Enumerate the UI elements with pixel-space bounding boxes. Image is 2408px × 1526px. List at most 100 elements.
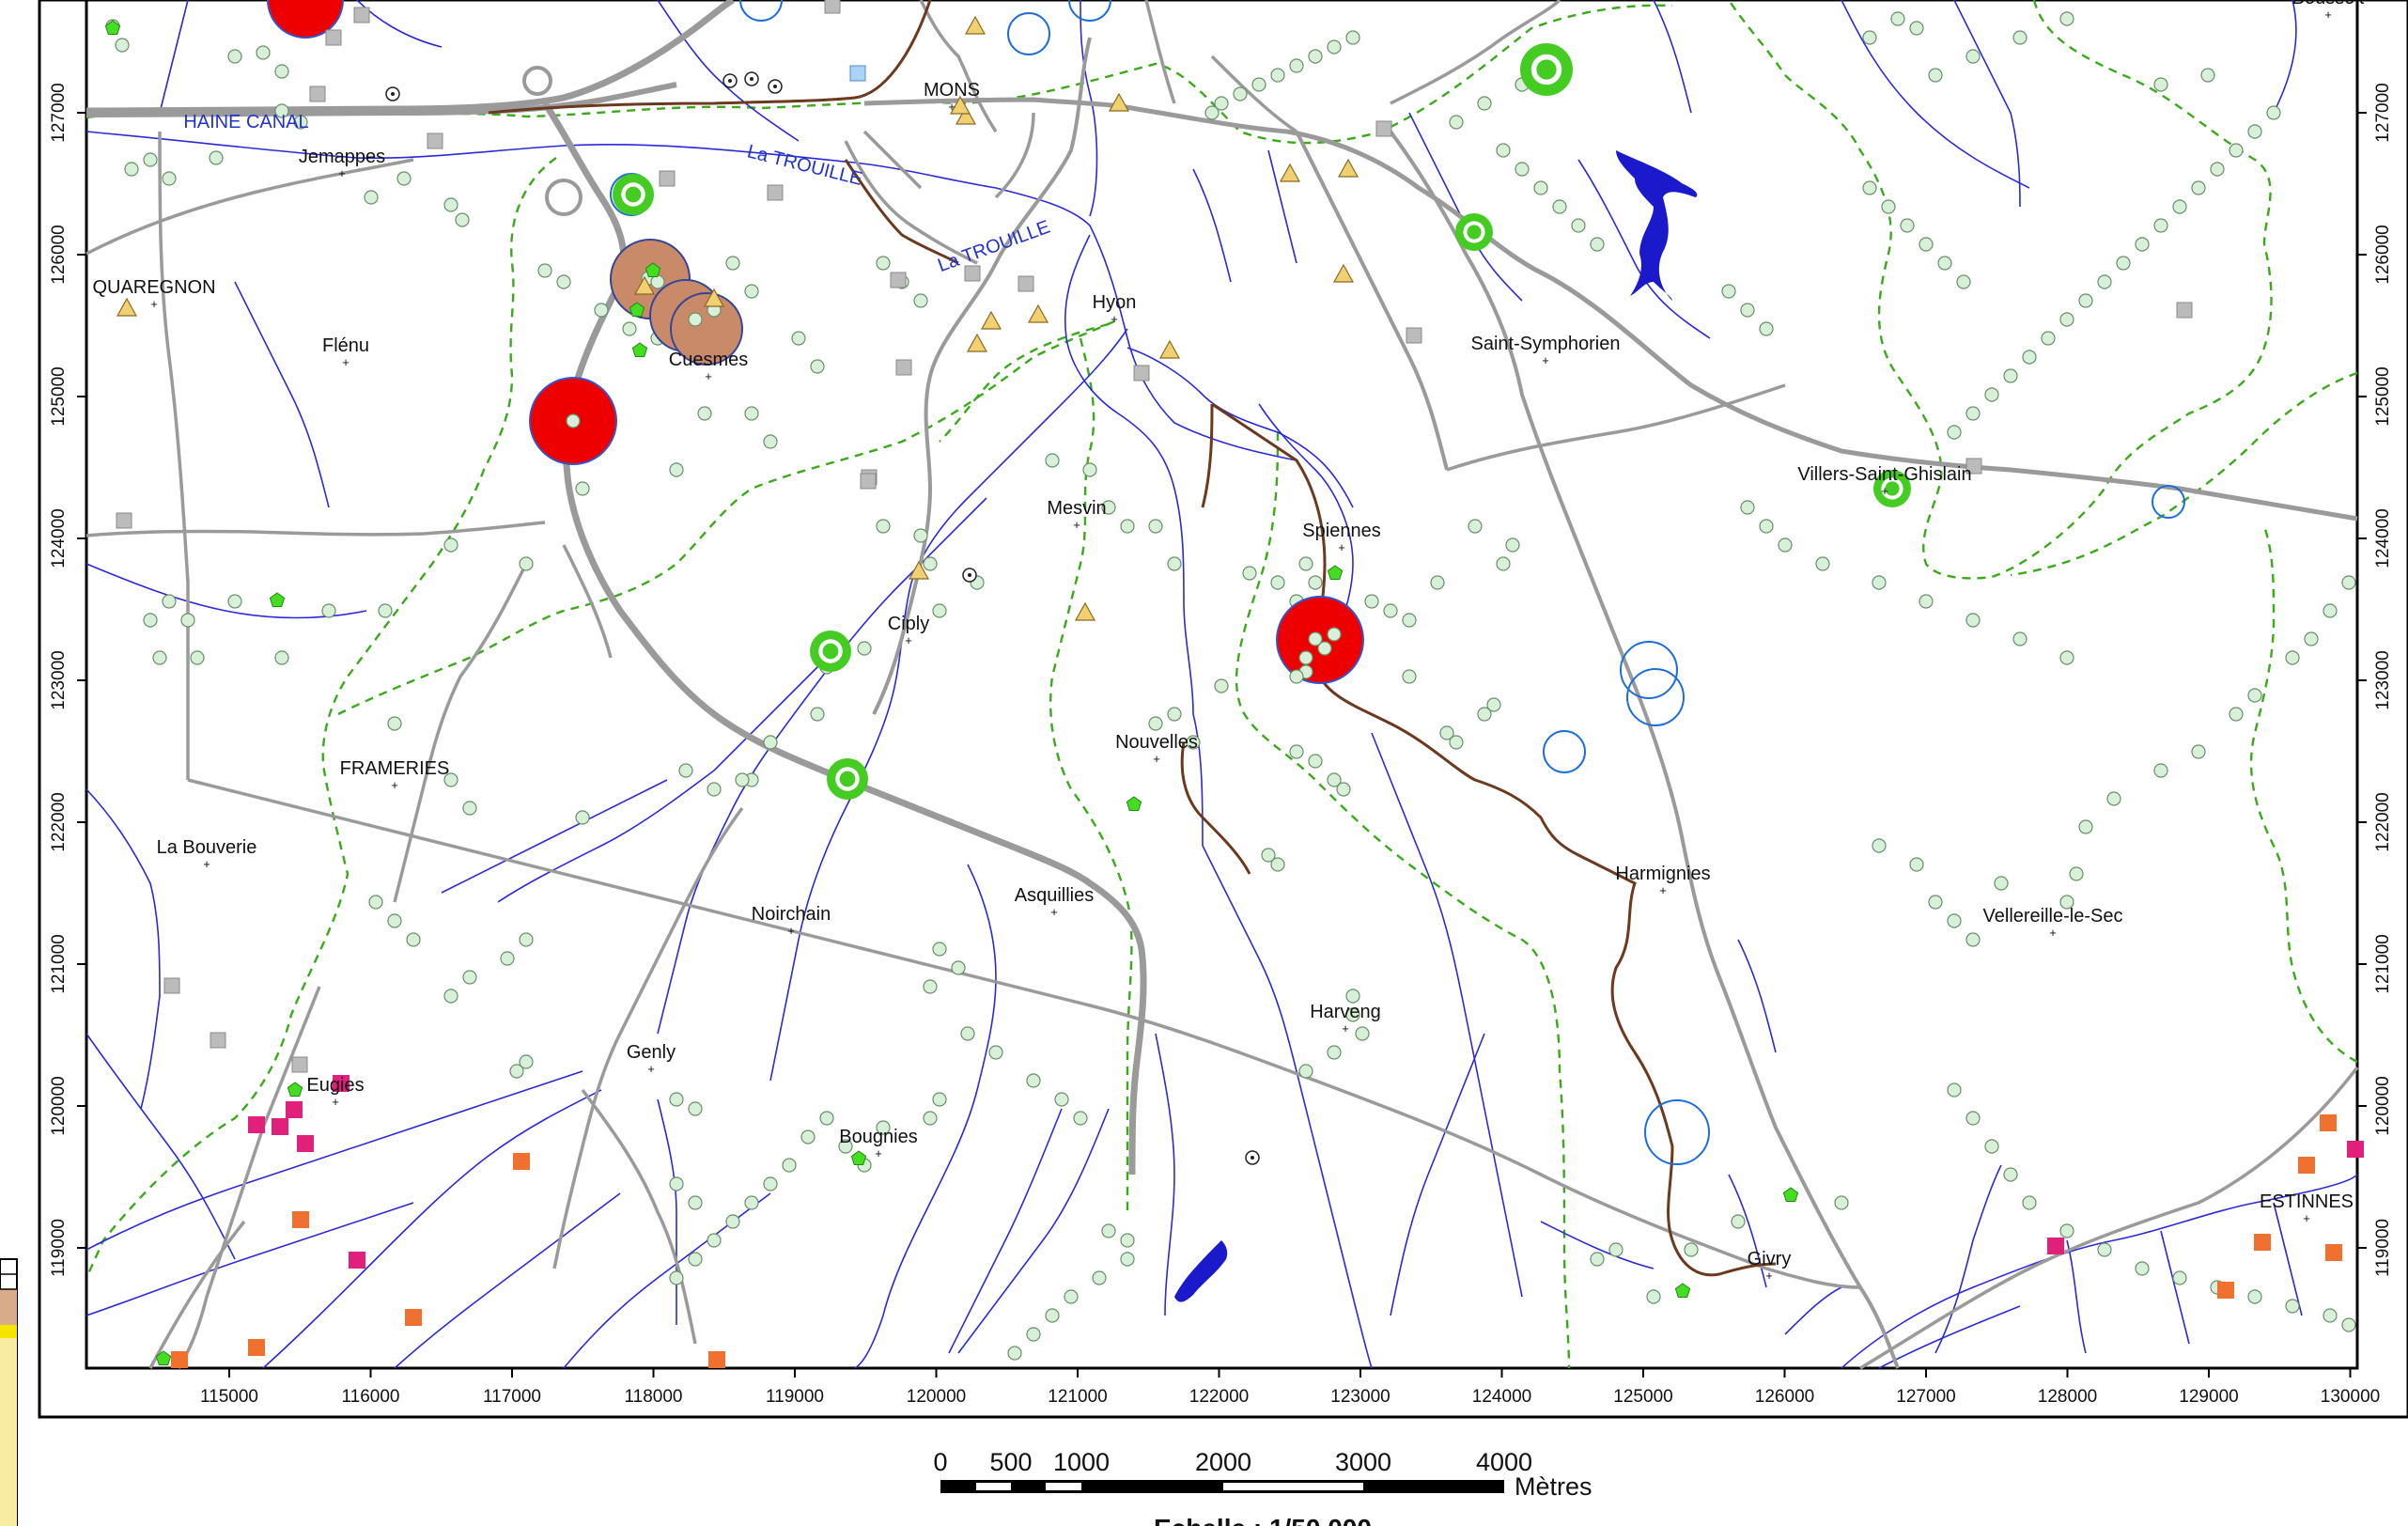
green-pentagon [1782, 1187, 1799, 1202]
site-point [2247, 124, 2262, 139]
site-point [2097, 274, 2112, 289]
y-tick-label: 121000 [49, 934, 69, 993]
green-pentagon [631, 342, 648, 357]
roads [85, 0, 2359, 1370]
place-marker: + [1153, 752, 1160, 766]
site-point [913, 293, 928, 308]
site-point [443, 197, 458, 212]
gray-square [2176, 302, 2193, 319]
y-tick-label: 120000 [49, 1076, 69, 1135]
site-point [1965, 613, 1981, 628]
yellow-triangle [955, 105, 977, 125]
site-point [1345, 989, 1360, 1004]
yellow-triangle [116, 297, 138, 317]
site-point [2041, 331, 2056, 346]
green-ring-core [822, 643, 839, 660]
gray-square [353, 7, 370, 23]
site-point [537, 263, 552, 278]
site-point [951, 960, 966, 975]
place-marker: + [905, 633, 912, 647]
site-point [725, 1214, 740, 1229]
y-axis-ticks-right: 1270001260001250001240001230001220001210… [2357, 83, 2393, 1277]
well-marker-dot [968, 573, 971, 577]
site-point [1872, 575, 1887, 590]
place-name: La Bouverie [157, 837, 257, 858]
site-point [575, 481, 590, 496]
site-point [2116, 256, 2131, 271]
orange-square [171, 1351, 188, 1368]
site-point [1204, 105, 1220, 120]
site-point [1289, 744, 1304, 759]
place-marker: + [1542, 353, 1549, 367]
site-point [509, 1064, 524, 1079]
place-name: Hyon [1093, 292, 1137, 313]
site-point [1947, 1082, 1962, 1098]
scale-label-1000: 1000 [1053, 1448, 1110, 1476]
site-point [800, 1129, 816, 1144]
site-point [519, 1054, 534, 1069]
place-name: Asquillies [1015, 885, 1094, 906]
pink-square [2047, 1238, 2064, 1254]
yellow-triangle [949, 95, 971, 115]
yellow-triangle [703, 288, 725, 307]
blue-ring [1620, 641, 1678, 699]
x-tick-label: 119000 [766, 1387, 824, 1407]
brown-circle [670, 292, 743, 366]
place-labels: MONS+Jemappes+QUAREGNON+Flénu+Cuesmes+Hy… [92, 0, 2364, 1283]
place-marker: + [647, 1062, 655, 1076]
x-tick-label: 130000 [2321, 1387, 2380, 1407]
green-ring-core [1467, 225, 1482, 240]
site-point [209, 150, 224, 165]
site-point [2153, 218, 2168, 233]
place-marker: + [1338, 540, 1345, 554]
gray-square [325, 29, 342, 46]
scale-label-500: 500 [989, 1448, 1032, 1476]
site-point [594, 303, 609, 318]
site-point [819, 1111, 834, 1126]
site-point [2285, 1299, 2300, 1314]
green-pentagon [269, 592, 286, 607]
x-tick-label: 115000 [200, 1387, 258, 1407]
site-point [923, 1111, 938, 1126]
site-point [2078, 819, 2093, 834]
site-point [1308, 631, 1323, 646]
site-point [1308, 575, 1323, 590]
site-point [988, 1045, 1003, 1060]
site-point [274, 103, 289, 118]
place-label: FRAMERIES+ [340, 758, 450, 792]
orange-square [405, 1309, 422, 1326]
site-point [763, 1176, 778, 1191]
site-point [1684, 1242, 1699, 1257]
place-name: QUAREGNON [92, 277, 215, 298]
yellow-triangle [633, 275, 656, 295]
place-marker: + [1881, 484, 1888, 498]
x-tick-label: 122000 [1189, 1387, 1249, 1407]
site-point [227, 49, 242, 64]
place-marker: + [203, 857, 210, 871]
place-marker: + [1050, 905, 1058, 919]
place-label: Givry+ [1748, 1249, 1792, 1283]
site-point [1862, 180, 1877, 195]
site-point [162, 594, 177, 609]
site-point [396, 171, 412, 186]
place-name: Nouvelles [1115, 732, 1198, 753]
site-point [1721, 284, 1736, 299]
site-point [2247, 688, 2262, 703]
site-point [1233, 86, 1248, 101]
y-tick-label-right: 124000 [2373, 508, 2393, 568]
gray-square [1375, 120, 1392, 137]
yellow-triangle [1074, 601, 1096, 621]
site-point [669, 1092, 684, 1107]
site-point [1468, 519, 1483, 534]
trails [488, 0, 1777, 1277]
site-point [923, 979, 938, 994]
site-point [1590, 237, 1605, 252]
y-tick-label-right: 119000 [2373, 1219, 2393, 1277]
site-point [1965, 406, 1981, 421]
site-point [152, 650, 167, 665]
place-label: Villers-Saint-Ghislain+ [1797, 464, 1971, 498]
place-label: Cuesmes+ [669, 350, 748, 383]
site-point [1345, 1007, 1360, 1022]
green-pentagon [1674, 1283, 1691, 1298]
place-label: Noirchain+ [752, 904, 831, 938]
